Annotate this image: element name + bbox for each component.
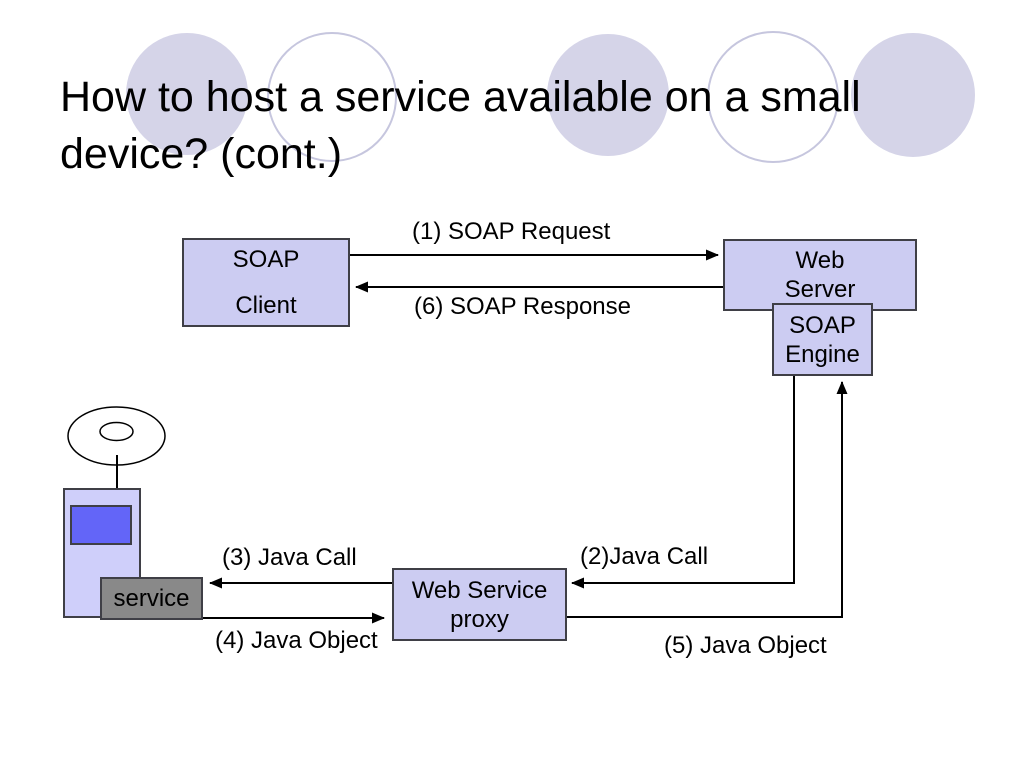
antenna-outer-ellipse bbox=[67, 406, 166, 466]
decorative-circle-outline-1 bbox=[267, 32, 397, 162]
web-server-label-line1: Web bbox=[795, 247, 845, 274]
soap-request-label: (1) SOAP Request bbox=[412, 218, 611, 245]
decorative-circle-outline-2 bbox=[707, 31, 839, 163]
service-node-label: service bbox=[113, 585, 190, 612]
decorative-circle-filled-3 bbox=[851, 33, 975, 157]
web-service-proxy-label-line2: proxy bbox=[450, 605, 509, 633]
soap-response-label: (6) SOAP Response bbox=[414, 293, 631, 320]
soap-engine-node: SOAP Engine bbox=[772, 303, 873, 376]
soap-client-label-line2: Client bbox=[235, 292, 297, 319]
soap-client-label-line1: SOAP bbox=[232, 246, 300, 273]
java-object-4-label: (4) Java Object bbox=[215, 627, 378, 654]
decorative-circle-filled-1 bbox=[126, 33, 248, 155]
java-object-5-label: (5) Java Object bbox=[664, 632, 827, 659]
web-server-label-line2: Server bbox=[784, 276, 856, 303]
java-call-2-label: (2)Java Call bbox=[580, 543, 709, 570]
small-device-screen bbox=[70, 505, 132, 545]
decorative-circle-filled-2 bbox=[547, 34, 669, 156]
java-call-3-label: (3) Java Call bbox=[222, 544, 357, 571]
soap-client-node: SOAP Client bbox=[182, 238, 350, 327]
web-service-proxy-node: Web Service proxy bbox=[392, 568, 567, 641]
soap-engine-label-line1: SOAP bbox=[789, 311, 856, 339]
antenna-inner-ellipse bbox=[99, 421, 134, 442]
web-service-proxy-label-line1: Web Service bbox=[411, 576, 548, 604]
service-node: service bbox=[100, 577, 203, 620]
slide-title: How to host a service available on a sma… bbox=[60, 72, 861, 178]
web-server-node: Web Server bbox=[723, 239, 917, 311]
java-object-5-arrow bbox=[567, 381, 848, 618]
soap-engine-label-line2: Engine bbox=[785, 340, 860, 368]
